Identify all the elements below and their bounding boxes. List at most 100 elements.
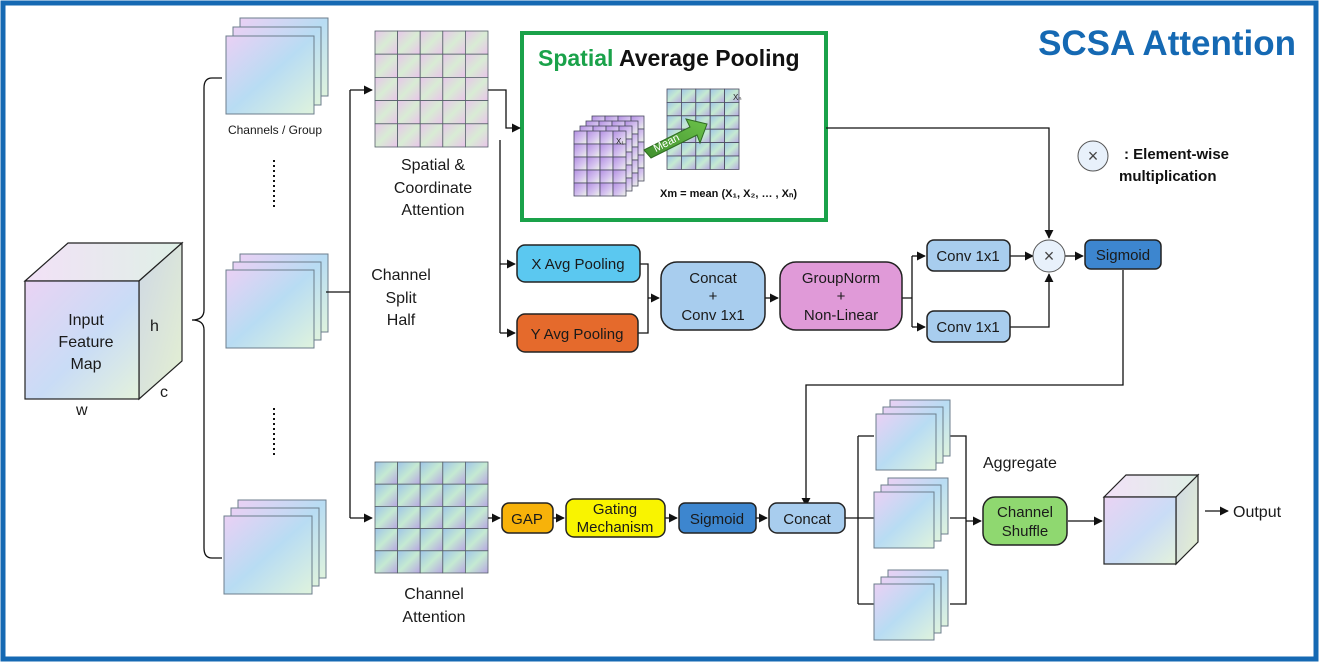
spatial-grid-cell [464,123,489,148]
spatial-grid-cell [464,30,489,55]
spatial-grid-cell [397,77,421,102]
concat-conv-label-3: Conv 1x1 [681,307,744,324]
channel-grid-cell [442,461,466,485]
concat-conv-block: Concat + Conv 1x1 [660,261,766,331]
channel-grid-cell [442,528,466,552]
spatial-grid-cell [374,53,399,78]
input-label-2: Feature [58,334,113,351]
pooling-stack-cell [573,143,588,158]
pooling-output-cell [724,115,740,130]
channel-grid-cell [374,461,399,485]
conv-bottom-label: Conv 1x1 [936,319,999,336]
concat-bottom-label: Concat [783,511,831,528]
legend-text-1: : Element-wise [1124,146,1229,163]
spatial-grid-cell [419,30,444,55]
channel-grid-cell [374,550,399,574]
channel-grid-cell [442,483,466,507]
channel-shuffle-block: Channel Shuffle [982,496,1068,546]
group-brace [191,77,222,559]
spatial-grid-cell [374,77,399,102]
spatial-grid-cell [442,77,466,102]
concat-conv-label-1: Concat [689,270,737,287]
channel-attention-label-2: Attention [402,609,465,626]
channels-group-label: Channels / Group [228,123,322,137]
channel-attention-label-1: Channel [404,586,464,603]
concat-conv-label-2: + [709,288,718,305]
pooling-output-cell [695,102,711,117]
conv-top-label: Conv 1x1 [936,248,999,265]
y-avg-pooling-label: Y Avg Pooling [531,326,624,343]
channel-shuffle-label-1: Channel [997,504,1053,521]
spatial-grid-cell [464,77,489,102]
pooling-stack-cell [612,169,627,184]
channel-grid-cell [374,528,399,552]
pooling-stack-cell [573,169,588,184]
sigmoid-top-block: Sigmoid [1084,239,1162,270]
diagram-title: SCSA Attention [1038,24,1296,63]
pooling-input-stack [573,115,645,197]
pooling-output-cell [681,155,697,170]
pooling-output-cell [681,88,697,103]
spatial-coord-label-2: Coordinate [394,180,472,197]
groupnorm-label-3: Non-Linear [804,307,878,324]
pooling-output-cell [709,88,726,103]
pooling-stack-cell [586,182,601,197]
pooling-stack-cell [612,156,627,171]
pooling-stack-cell [599,169,614,184]
x-avg-pooling-block: X Avg Pooling [516,244,641,283]
sigmoid-bottom-label: Sigmoid [690,511,744,528]
pooling-output-cell [666,115,682,130]
pooling-stack-cell [586,143,601,158]
channel-grid-cell [374,483,399,507]
sigmoid-top-label: Sigmoid [1096,247,1150,264]
groupnorm-label-1: GroupNorm [802,270,880,287]
input-label-1: Input [68,312,104,329]
channel-grid-cell [464,550,489,574]
spatial-grid-cell [374,123,399,148]
channel-feature-grid [374,461,489,574]
spatial-grid-cell [419,77,444,102]
pooling-output-cell [666,102,682,117]
multiply-icon: × [1044,246,1055,266]
channel-grid-cell [442,550,466,574]
pooling-output-cell [681,102,697,117]
conv-top-block: Conv 1x1 [926,239,1011,272]
y-avg-pooling-block: Y Avg Pooling [516,313,639,353]
spatial-coord-label-1: Spatial & [401,157,465,174]
pooling-output-cell [709,142,726,157]
concat-bottom-block: Concat [768,502,846,534]
gap-block: GAP [501,502,554,534]
pooling-stack-cell [612,182,627,197]
spatial-grid-cell [397,30,421,55]
split-connector [326,90,351,518]
spatial-grid-cell [442,53,466,78]
spatial-grid-cell [442,30,466,55]
channel-grid-cell [397,505,421,529]
dim-h: h [150,318,159,335]
channel-split-label-1: Channel [371,267,431,284]
pooling-output-cell [709,155,726,170]
gating-block: Gating Mechanism [565,498,666,538]
gating-label-2: Mechanism [577,519,654,536]
spatial-grid-cell [374,100,399,125]
pooling-output-cell [681,142,697,157]
pooling-output-cell [666,88,682,103]
pooling-stack-cell [599,182,614,197]
pooling-stack-cell [573,156,588,171]
channel-grid-cell [419,505,444,529]
dim-c: c [160,384,168,401]
conv-bottom-block: Conv 1x1 [926,310,1011,343]
aggregate-label: Aggregate [983,455,1057,472]
pooling-output-cell [695,88,711,103]
pooling-panel-title: Spatial Average Pooling [538,45,800,71]
pooling-stack-cell [586,130,601,145]
channel-grid-cell [464,528,489,552]
pooling-title-rest: Average Pooling [613,45,799,71]
groupnorm-block: GroupNorm + Non-Linear [779,261,903,331]
channel-grid-cell [419,550,444,574]
spatial-grid-cell [419,123,444,148]
channel-grid-cell [397,483,421,507]
channel-grid-cell [464,483,489,507]
xn-label: Xₙ [733,93,742,102]
spatial-grid-cell [397,123,421,148]
